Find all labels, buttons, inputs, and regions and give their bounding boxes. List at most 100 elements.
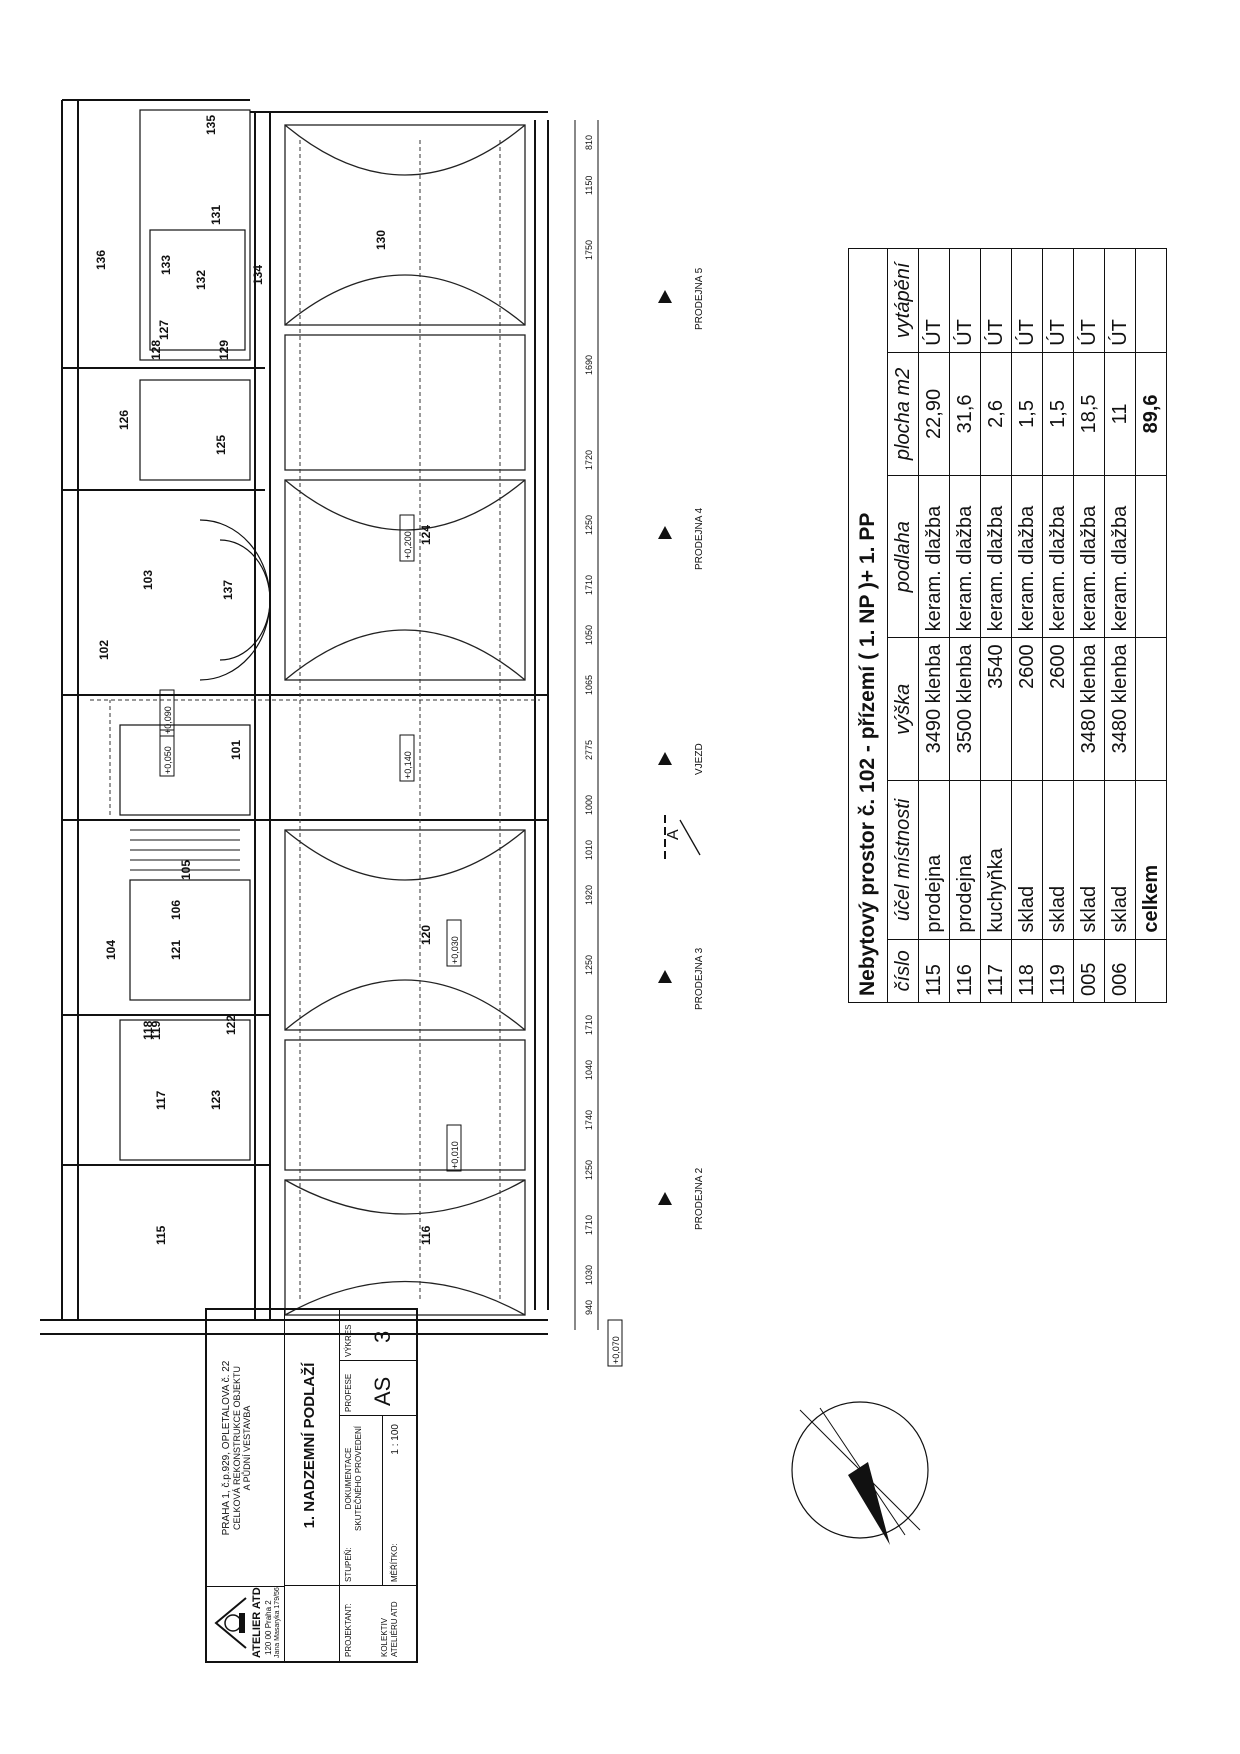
studio-name: ATELIER ATD: [251, 1587, 263, 1658]
room-floor: keram. dlažba: [1104, 475, 1136, 638]
room-purpose: sklad: [1104, 780, 1136, 940]
entry-arrow-icon: [658, 1192, 672, 1205]
table-row: 119 sklad 2600 keram. dlažba 1,5 ÚT: [1042, 248, 1074, 1003]
title-block-container: ATELIER ATD 120 00 Praha 2 Jana Masaryka…: [205, 1308, 418, 1663]
room-heating: ÚT: [1073, 248, 1105, 353]
room-area: 2,6: [980, 352, 1012, 476]
label-stupen: STUPEŇ:: [344, 1547, 353, 1582]
room-area: 11: [1104, 352, 1136, 476]
room-area: 22,90: [918, 352, 950, 476]
room-purpose: prodejna: [918, 780, 950, 940]
room-label: 123: [209, 1090, 223, 1110]
room-label: 132: [194, 270, 208, 290]
storefront-label: VJEZD: [694, 743, 705, 775]
project-name: PRAHA 1, č.p.929, OPLETALOVA č. 22: [221, 1360, 232, 1536]
elevation-tag: +0,050: [163, 746, 173, 774]
room-label: 103: [141, 570, 155, 590]
column-header: číslo: [887, 939, 919, 1003]
dimension-label: 1920: [584, 885, 594, 905]
room-label: 116: [419, 1225, 433, 1245]
room-labels: 115 116 117 118 119 120 121 122 123 104 …: [94, 115, 433, 1245]
studio-logo-icon: [214, 1597, 247, 1649]
room-height: 3490 klenba: [918, 637, 950, 781]
room-floor: keram. dlažba: [1073, 475, 1105, 638]
room-heating: ÚT: [1042, 248, 1074, 353]
drawing-title: 1. NADZEMNÍ PODLAŽÍ: [301, 1362, 318, 1529]
dimension-label: 1150: [584, 176, 594, 195]
total-row: celkem 89,6: [1135, 248, 1167, 1003]
column-header: podlaha: [887, 475, 919, 638]
dimension-label: 2775: [584, 740, 594, 760]
room-label: 129: [217, 340, 231, 360]
room-label: 136: [94, 250, 108, 270]
room-number: 115: [918, 939, 950, 1003]
storefront-label: PRODEJNA 5: [694, 267, 705, 330]
elevation-tag: +0,200: [403, 531, 413, 559]
dimension-label: 1250: [584, 515, 594, 535]
room-table-title: Nebytový prostor č. 102 - přízemí ( 1. N…: [848, 248, 888, 1003]
room-label: 117: [154, 1090, 168, 1110]
building-outline: [40, 99, 549, 1335]
room-height: 3540: [980, 637, 1012, 781]
room-purpose: sklad: [1073, 780, 1105, 940]
room-area: 31,6: [949, 352, 981, 476]
table-row: 116 prodejna 3500 klenba keram. dlažba 3…: [949, 248, 981, 1003]
room-number: 005: [1073, 939, 1105, 1003]
label-meritko: MĚŘÍTKO:: [390, 1543, 399, 1582]
small-rooms-grid: [119, 109, 271, 1161]
dimension-label: 1030: [584, 1265, 594, 1285]
room-label: 130: [374, 230, 388, 250]
table-row: 005 sklad 3480 klenba keram. dlažba 18,5…: [1073, 248, 1105, 1003]
dimension-label: 1720: [584, 450, 594, 470]
label-projektant: PROJEKTANT:: [344, 1603, 353, 1657]
entry-arrow-icon: [658, 290, 672, 303]
room-height: 3480 klenba: [1073, 637, 1105, 781]
dimension-label: 1050: [584, 625, 594, 645]
room-purpose: sklad: [1011, 780, 1043, 940]
elevation-tags: +0,070 +0,030 +0,010 +0,050 +0,090 +0,14…: [159, 514, 623, 1367]
dimension-label: 810: [584, 135, 594, 150]
room-table: Nebytový prostor č. 102 - přízemí ( 1. N…: [848, 248, 1167, 1003]
room-label: 102: [97, 640, 111, 660]
room-height: 3480 klenba: [1104, 637, 1136, 781]
room-floor: keram. dlažba: [1011, 475, 1043, 638]
elevation-tag: +0,030: [450, 936, 460, 964]
column-header: plocha m2: [887, 352, 919, 476]
room-label: 133: [159, 255, 173, 275]
room-label: 134: [251, 265, 265, 285]
room-floor: keram. dlažba: [980, 475, 1012, 638]
dimension-lines: [90, 140, 540, 1300]
label-vykres: VÝKRES: [344, 1324, 353, 1357]
room-label: 126: [117, 410, 131, 430]
room-heating: ÚT: [980, 248, 1012, 353]
dimension-labels: 940 1030 1710 1250 1740 1040 1710 1250 1…: [574, 120, 599, 1330]
room-area: 18,5: [1073, 352, 1105, 476]
room-label: 105: [179, 860, 193, 880]
room-height: 2600: [1011, 637, 1043, 781]
elevation-tag: +0,010: [450, 1141, 460, 1169]
storefront-label: PRODEJNA 3: [694, 947, 705, 1010]
room-number: 118: [1011, 939, 1043, 1003]
room-label: 122: [224, 1015, 238, 1035]
title-block: ATELIER ATD 120 00 Praha 2 Jana Masaryka…: [205, 1308, 418, 1663]
room-label: 127: [157, 320, 171, 340]
dimension-label: 1250: [584, 955, 594, 975]
total-label: celkem: [1135, 780, 1167, 940]
north-arrow-icon: [791, 1401, 929, 1545]
value-projektant: KOLEKTIV ATELIÉRU ATD: [380, 1601, 399, 1657]
table-row: 117 kuchyňka 3540 keram. dlažba 2,6 ÚT: [980, 248, 1012, 1003]
stair-hatching: [130, 829, 240, 871]
room-number: 006: [1104, 939, 1136, 1003]
dimension-label: 1000: [584, 795, 594, 815]
dimension-label: 940: [584, 1300, 594, 1315]
storefront-label: PRODEJNA 2: [694, 1167, 705, 1230]
value-stupen: DOKUMENTACE SKUTEČNÉHO PROVEDENÍ: [344, 1426, 363, 1531]
room-area: 1,5: [1011, 352, 1043, 476]
room-heating: ÚT: [949, 248, 981, 353]
studio-logo: ATELIER ATD 120 00 Praha 2 Jana Masaryka…: [207, 1586, 284, 1661]
label-profese: PROFESE: [344, 1373, 353, 1412]
elevation-tag: +0,090: [163, 706, 173, 734]
section-marker-label: A: [665, 829, 682, 840]
room-label: 119: [149, 1020, 163, 1040]
